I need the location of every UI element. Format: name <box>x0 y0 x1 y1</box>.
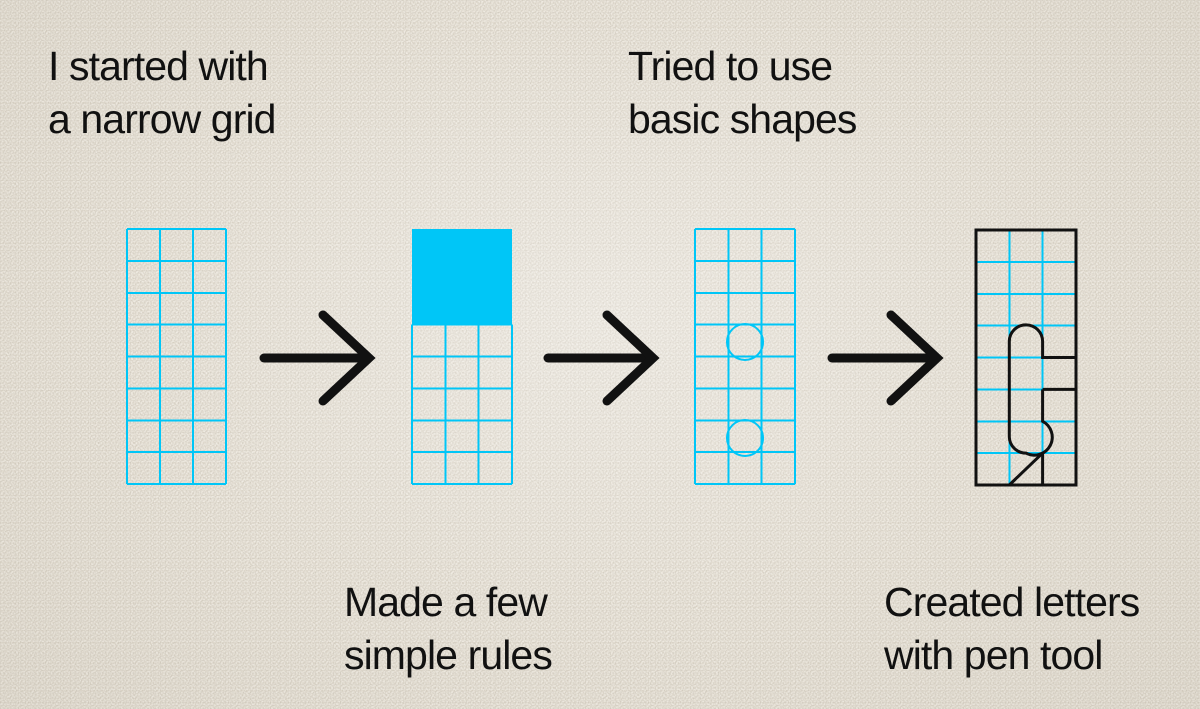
grid-step-2 <box>411 229 513 485</box>
caption-started-with-narrow-grid: I started with a narrow grid <box>48 43 276 143</box>
caption-made-simple-rules: Made a few simple rules <box>344 579 553 679</box>
filled-block-cyan <box>412 229 512 325</box>
step-1-narrow-grid <box>126 228 227 485</box>
step-2-grid-with-filled-block <box>411 228 513 485</box>
basic-shape-circle-lower <box>726 419 764 457</box>
caption-tried-basic-shapes: Tried to use basic shapes <box>628 43 857 143</box>
arrow-step3-to-step4 <box>827 310 948 406</box>
grid-step-1 <box>126 228 227 485</box>
caption-created-letters-pen-tool: Created letters with pen tool <box>884 579 1140 679</box>
basic-shape-circle-upper <box>726 323 764 361</box>
letterform-diagonal-leg <box>1008 452 1044 487</box>
grid-step-3 <box>694 228 796 485</box>
grid-step-4 <box>974 228 1078 487</box>
arrow-step2-to-step3 <box>543 310 664 406</box>
step-3-grid-with-circles <box>694 228 796 485</box>
letterform-lower-bowl <box>1007 389 1054 457</box>
letterform-upper-bowl <box>1007 323 1076 359</box>
arrow-step1-to-step2 <box>259 310 380 406</box>
step-4-grid-with-letterform <box>974 228 1078 487</box>
